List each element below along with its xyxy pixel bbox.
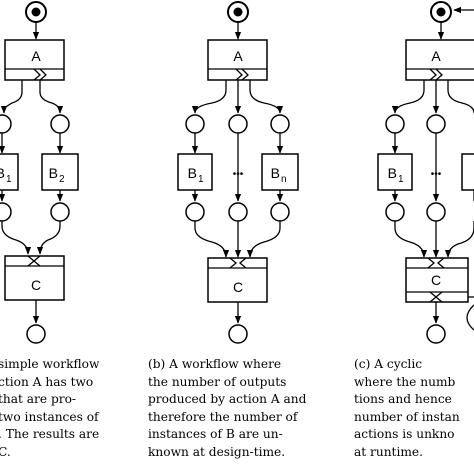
caption-line: tions and hence <box>354 392 452 406</box>
action-b1-subscript: 1 <box>198 174 204 185</box>
caption-line: simple workflow <box>0 357 100 371</box>
action-b2-box: B 2 <box>41 153 79 191</box>
action-c-box: C <box>4 255 65 301</box>
place-node <box>0 202 12 222</box>
caption-line: . The results are <box>0 427 100 441</box>
caption-a: simple workflow ction A has two that are… <box>0 356 118 461</box>
place-node <box>50 202 70 222</box>
action-b1-label: B <box>188 165 197 181</box>
panel-c: A B 1 ••• C <box>377 1 474 344</box>
caption-line: ction A has two <box>0 374 94 389</box>
action-c-label: C <box>31 277 41 293</box>
caption-line: actions is unkno <box>354 427 455 441</box>
place-node <box>50 114 70 134</box>
action-bn-box: B n <box>261 153 299 191</box>
action-a-box: A <box>4 39 65 81</box>
caption-line: two instances of <box>0 409 99 424</box>
action-bn-label: B <box>271 165 280 181</box>
caption-line: that are pro- <box>0 392 77 406</box>
caption-line: where the numb <box>354 374 456 389</box>
place-node <box>270 114 290 134</box>
panel-b: A B 1 ••• B n <box>177 1 299 344</box>
caption-line: at runtime. <box>354 444 424 459</box>
action-a-box: A <box>207 39 268 81</box>
caption-line: number of instan <box>354 409 460 424</box>
action-c-box: C <box>207 257 268 303</box>
action-b1-subscript: 1 <box>6 174 12 185</box>
start-node <box>430 1 452 23</box>
place-node <box>426 202 446 222</box>
workflow-diagrams: A B 1 B 2 C <box>0 1 474 344</box>
action-b1-subscript: 1 <box>398 174 404 185</box>
caption-line: (b) A workflow where <box>148 357 282 371</box>
action-a-box: A <box>405 39 474 81</box>
end-place-node <box>426 324 446 344</box>
action-b1-box: B 1 <box>0 153 19 191</box>
action-a-label: A <box>431 48 441 64</box>
end-place-node <box>26 324 46 344</box>
place-node <box>185 202 205 222</box>
place-node <box>270 202 290 222</box>
place-node <box>228 114 248 134</box>
action-b1-label: B <box>0 165 5 181</box>
action-b1-box: B 1 <box>377 153 413 191</box>
place-node <box>228 202 248 222</box>
place-node <box>426 114 446 134</box>
start-node <box>227 1 249 23</box>
place-node <box>385 202 405 222</box>
place-node <box>185 114 205 134</box>
caption-b: (b) A workflow where the number of outpu… <box>148 356 306 461</box>
action-a-label: A <box>31 48 41 64</box>
action-b-partial-box <box>461 153 474 191</box>
action-a-label: A <box>233 48 243 64</box>
caption-line: therefore the number of <box>148 409 298 424</box>
action-c-label: C <box>431 272 441 288</box>
caption-line: known at design-time. <box>148 444 286 459</box>
action-b2-subscript: 2 <box>59 174 65 185</box>
place-node <box>0 114 12 134</box>
caption-line: (c) A cyclic <box>354 357 423 371</box>
caption-line: produced by action A and <box>148 392 307 406</box>
caption-line: C. <box>0 444 11 459</box>
caption-line: the number of outputs <box>148 374 287 389</box>
loop-back-arc <box>466 304 474 331</box>
action-c-label: C <box>233 279 243 295</box>
action-b1-box: B 1 <box>177 153 213 191</box>
place-node <box>385 114 405 134</box>
panel-a: A B 1 B 2 C <box>0 1 79 344</box>
caption-line: instances of B are un- <box>148 427 283 441</box>
action-b2-label: B <box>49 165 58 181</box>
caption-c: (c) A cyclic where the numb tions and he… <box>354 356 474 461</box>
start-node <box>25 1 47 23</box>
action-bn-subscript: n <box>281 174 287 185</box>
end-place-node <box>228 324 248 344</box>
action-b1-label: B <box>388 165 397 181</box>
action-c-box: C <box>405 257 469 303</box>
